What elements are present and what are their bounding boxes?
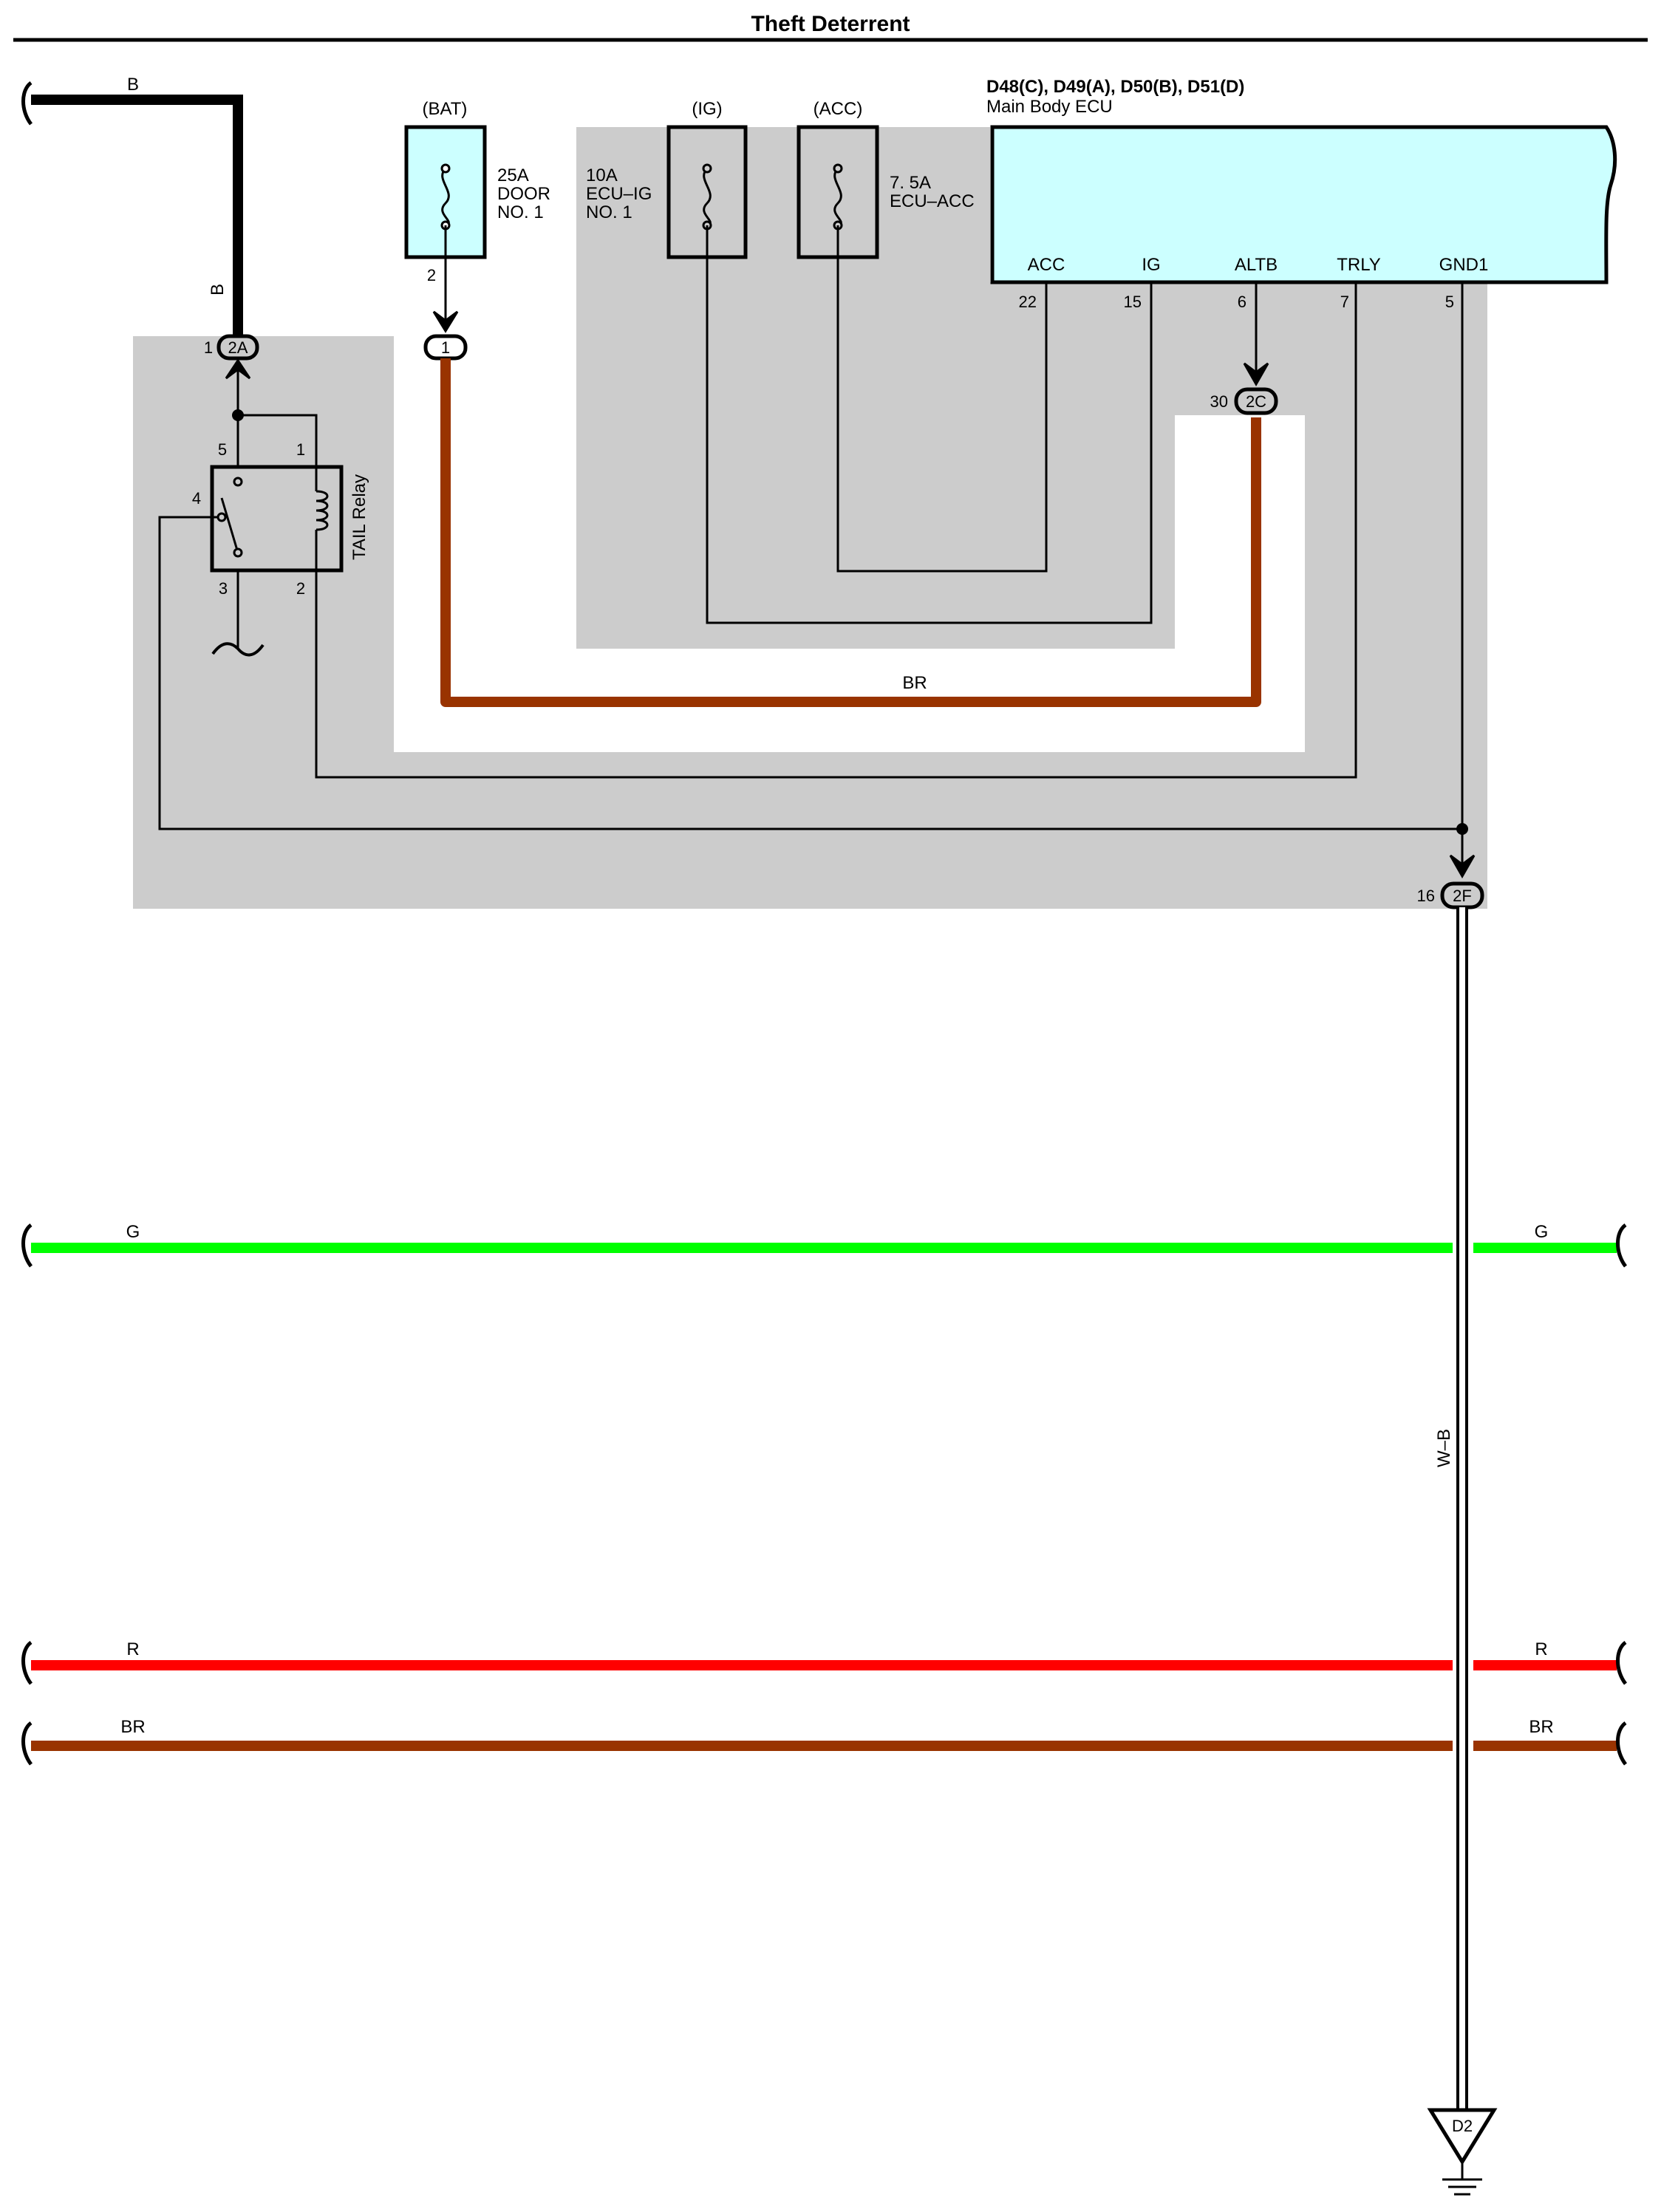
connector-2c (1234, 387, 1278, 415)
fuse-ig-source: (IG) (692, 99, 722, 119)
wire-b-break (21, 81, 33, 126)
ground-junction-dot (1456, 823, 1468, 835)
ecu-body (990, 125, 1617, 284)
connector-2c-arrow (1243, 362, 1269, 387)
fuse-acc-rating: 7. 5A (890, 173, 931, 193)
ecu-name: Main Body ECU (986, 97, 1113, 117)
wire-br-label-left: BR (120, 1717, 145, 1737)
fuse-acc-terminal-top (833, 163, 843, 174)
wire-acc (836, 225, 1048, 573)
wire-br-label-right: BR (1529, 1717, 1553, 1737)
relay-switch-blade (220, 497, 239, 553)
fuse-ig-terminal-top (702, 163, 712, 174)
wire-relay-ground (158, 516, 1462, 830)
wire-b-label-vertical: B (208, 284, 228, 296)
connector-2a-pin: 1 (204, 338, 213, 357)
fuse-bat-icon (441, 167, 450, 227)
relay-pin-1: 1 (296, 440, 305, 459)
wire-r-break-left (21, 1640, 33, 1685)
connector-1-arrow (432, 310, 459, 333)
wire-g-break-left (21, 1223, 33, 1268)
ground-d2-id: D2 (1452, 2117, 1473, 2135)
fuse-ig-name: ECU–IG (586, 184, 652, 204)
wire-trly (315, 282, 1357, 779)
relay-pin-2: 2 (296, 579, 305, 598)
wire-b-label-top: B (127, 75, 139, 95)
connector-2f-pin: 16 (1417, 887, 1435, 905)
ecu-pin-altb: 6 (1238, 293, 1246, 311)
wire-b (31, 95, 243, 336)
connector-2c-id: 2C (1246, 392, 1266, 411)
wire-wb-label: W–B (1434, 1429, 1454, 1467)
relay-pin-3: 3 (219, 579, 228, 598)
ecu-pin-gnd1: 5 (1445, 293, 1454, 311)
connector-1-id: 1 (441, 338, 450, 357)
fuse-ig-icon (703, 167, 712, 227)
ecu-terminal-acc: ACC (1028, 255, 1065, 275)
connector-2f-arrow (1449, 854, 1476, 879)
wire-r-break-right (1616, 1640, 1628, 1685)
ecu-pin-ig: 15 (1124, 293, 1142, 311)
fuse-acc-icon (833, 167, 842, 227)
wire-br-break-right (1616, 1721, 1628, 1766)
fuse-bat-number: NO. 1 (497, 202, 544, 222)
connector-2a-id: 2A (228, 338, 248, 357)
fuse-acc-name: ECU–ACC (890, 191, 975, 211)
ecu-terminal-altb: ALTB (1235, 255, 1278, 275)
relay-name: TAIL Relay (349, 474, 369, 560)
fuse-ig-rating: 10A (586, 165, 618, 185)
diagram-title: Theft Deterrent (751, 12, 910, 36)
ecu-terminal-gnd1: GND1 (1439, 255, 1489, 275)
wire-r-label-right: R (1535, 1639, 1547, 1659)
fuse-bat-pin: 2 (427, 266, 436, 284)
ecu-terminal-ig: IG (1142, 255, 1160, 275)
junction-block-area (133, 127, 1487, 909)
relay-contact-mid (216, 512, 227, 522)
fuse-bat-rating: 25A (497, 165, 529, 185)
fuse-bat-terminal-top (440, 163, 451, 174)
wire-ig (706, 225, 1153, 624)
ecu-pin-trly: 7 (1340, 293, 1349, 311)
ecu-codes: D48(C), D49(A), D50(B), D51(D) (986, 77, 1244, 97)
wire-g-label-left: G (126, 1222, 140, 1242)
connector-2f-id: 2F (1453, 887, 1472, 905)
fuse-bat-source: (BAT) (423, 99, 468, 119)
ecu-pin-acc: 22 (1019, 293, 1037, 311)
wire-g-label-right: G (1535, 1222, 1549, 1242)
connector-2a (216, 334, 259, 361)
fuse-bat-name: DOOR (497, 184, 550, 204)
connector-2c-pin: 30 (1210, 392, 1228, 411)
ecu-terminal-trly: TRLY (1337, 255, 1381, 275)
ground-d2-triangle (1427, 2108, 1498, 2165)
wire-br-break-left (21, 1721, 33, 1766)
relay-coil-icon (316, 490, 329, 531)
relay-coil-feed (238, 414, 318, 467)
relay-contact-top (233, 477, 243, 487)
wire-r-label-left: R (126, 1639, 139, 1659)
relay-pin-5: 5 (218, 440, 227, 459)
relay-pin3-break (211, 642, 265, 657)
wire-br-loop (440, 358, 1261, 707)
relay-contact-bottom (233, 547, 243, 558)
fuse-ig-number: NO. 1 (586, 202, 632, 222)
relay-pin-4: 4 (192, 489, 201, 508)
fuse-acc-source: (ACC) (814, 99, 863, 119)
wire-br-loop-label: BR (902, 673, 927, 693)
wire-g-break-right (1616, 1223, 1628, 1268)
